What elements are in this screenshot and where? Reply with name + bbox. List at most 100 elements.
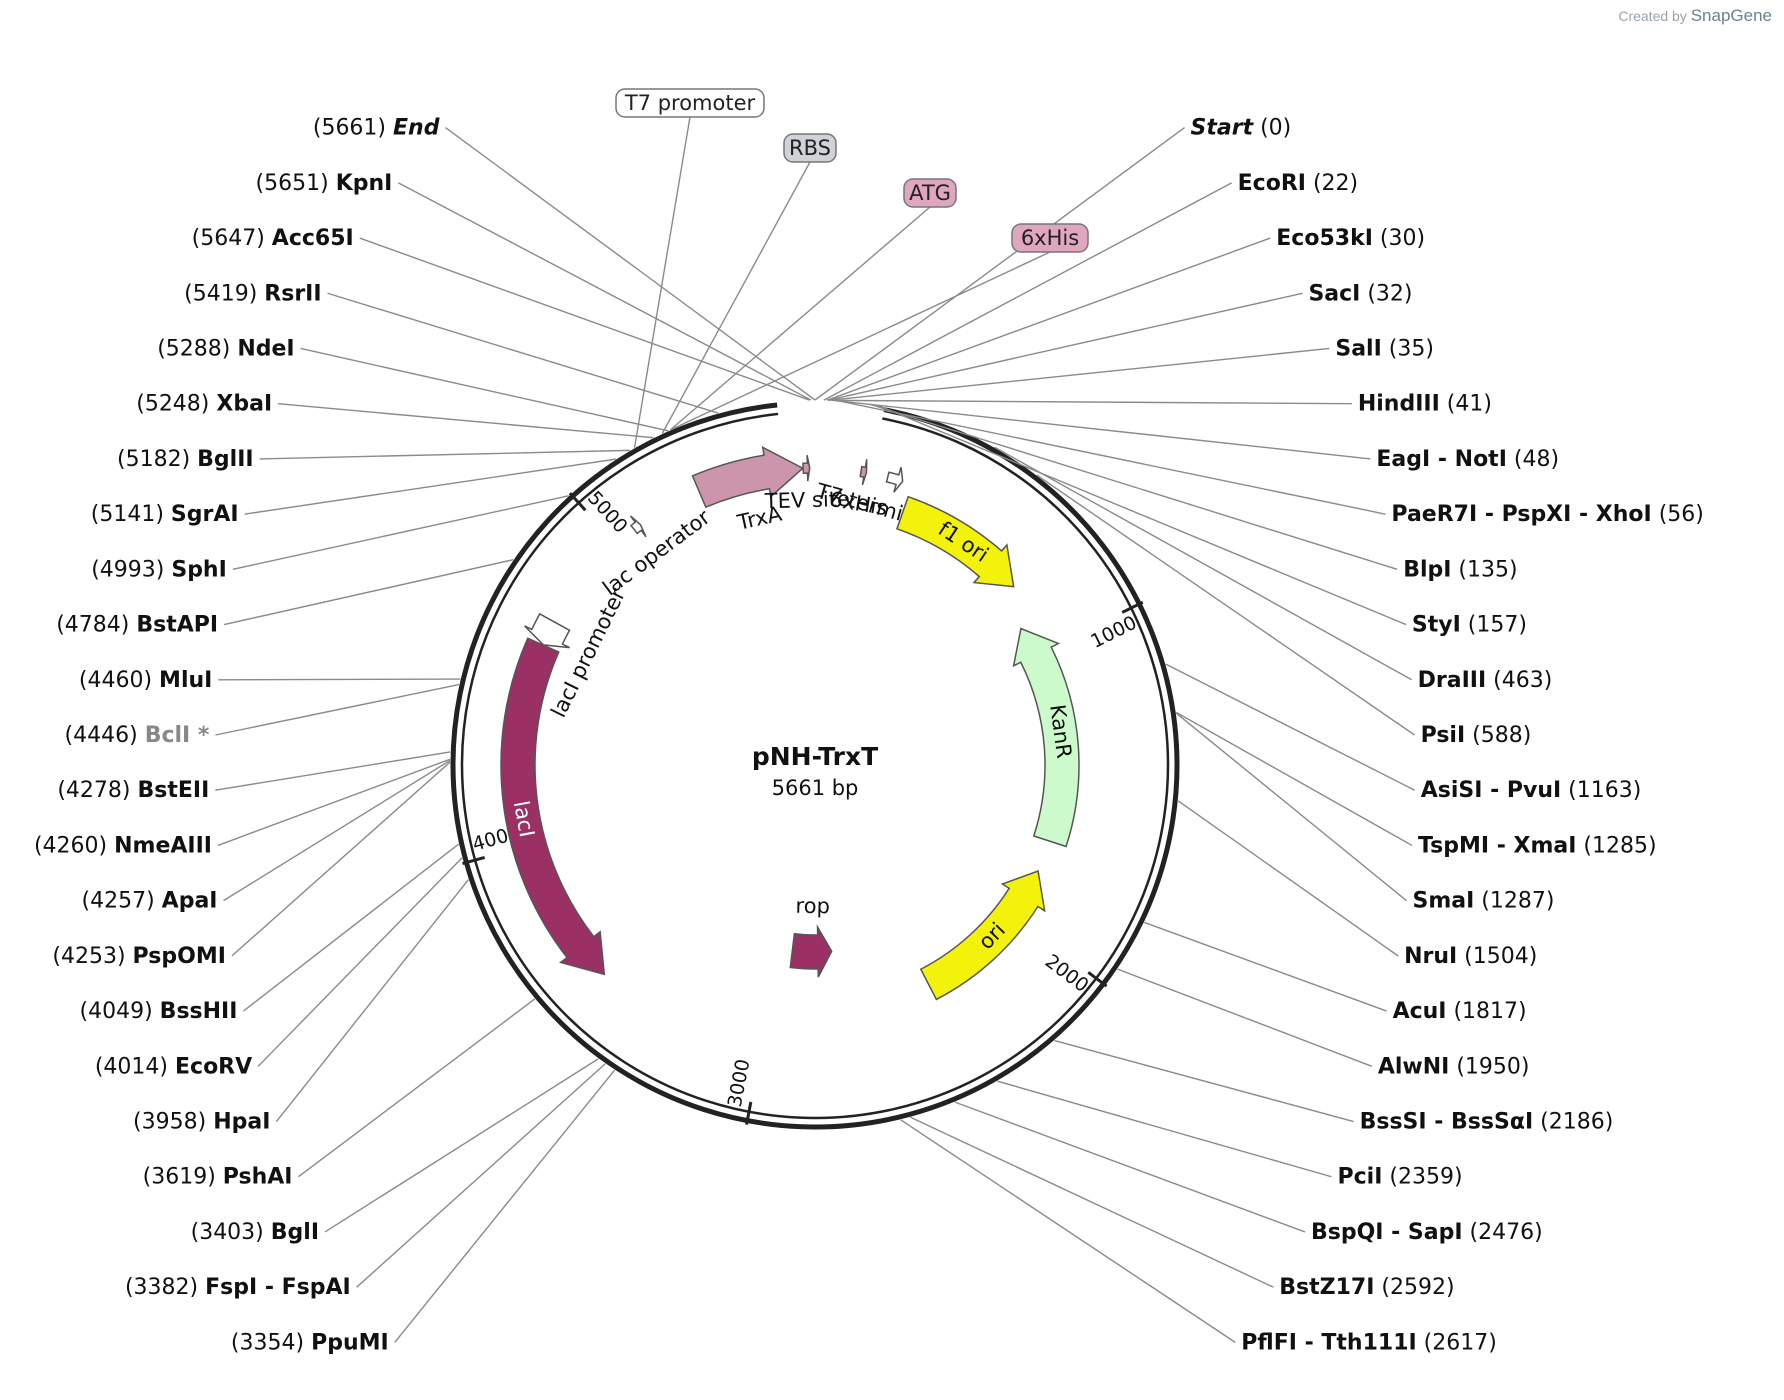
tag-6xhis: 6xHis — [1021, 226, 1079, 250]
site-start: Start (0) — [1191, 116, 1292, 141]
tag-box-atg — [903, 178, 957, 208]
tick-3000 — [745, 1101, 753, 1125]
site-rsrii: (5419) RsrII — [184, 281, 321, 306]
site-ndei: (5288) NdeI — [157, 336, 294, 361]
tick-2000 — [1087, 971, 1108, 988]
leader-smai — [1175, 712, 1407, 902]
tag-box-rbs — [783, 133, 837, 163]
site-eco53ki: Eco53kI (30) — [1276, 226, 1425, 251]
site-labels: Start (0) EcoRI (22) Eco53kI (30) SacI (32)… — [34, 116, 1704, 1356]
leader-bsshii — [243, 843, 460, 1012]
site-ecori: EcoRI (22) — [1238, 171, 1358, 196]
leader-ndei — [300, 347, 669, 432]
leader-asisi — [1165, 663, 1416, 791]
leader-mlui — [218, 678, 461, 681]
leader-hindiii — [831, 399, 1352, 405]
feature-label-tev-site: TEV site — [763, 487, 850, 513]
leader-sgrai — [244, 458, 616, 515]
leader-styi — [878, 404, 1407, 626]
site-bstz17i: BstZ17I (2592) — [1279, 1275, 1454, 1300]
site-acui: AcuI (1817) — [1393, 999, 1527, 1024]
tag-box-6xhis — [1011, 223, 1089, 253]
plasmid-backbone — [450, 402, 1180, 1130]
site-end: (5661) End — [313, 116, 440, 141]
leader-bstz17i — [910, 1116, 1274, 1288]
leader-bstapi — [223, 559, 514, 626]
site-bsshii: (4049) BssHII — [80, 999, 238, 1024]
tick-1000 — [1121, 600, 1144, 614]
tick-4000 — [462, 855, 486, 866]
leader-start — [814, 127, 1185, 401]
site-bstapi: (4784) BstAPI — [56, 613, 218, 638]
site-saci: SacI (32) — [1308, 281, 1412, 306]
site-bspqi: BspQI - SapI (2476) — [1311, 1220, 1543, 1245]
site-nmeaiii: (4260) NmeAIII — [34, 833, 212, 858]
tick-5000 — [568, 492, 587, 512]
feature-f1-ori — [896, 495, 1015, 588]
feature-ori — [919, 870, 1046, 1001]
feature-kanr — [1012, 627, 1080, 848]
site-styi: StyI (157) — [1412, 613, 1527, 638]
leader-bsteii — [215, 751, 451, 791]
leader-fspi — [356, 1063, 606, 1288]
site-ppumi: (3354) PpuMI — [231, 1330, 389, 1355]
leader-bgli — [324, 1058, 599, 1233]
leader-alwni — [1117, 968, 1373, 1067]
site-bsssi: BssSI - BssSαI (2186) — [1360, 1110, 1614, 1135]
snapgene-logo: SnapGene — [1690, 6, 1772, 25]
feature-lac-operator — [629, 515, 647, 538]
leader-sali — [829, 347, 1330, 401]
site-eagi: EagI - NotI (48) — [1376, 447, 1559, 472]
site-tspmi: TspMI - XmaI (1285) — [1418, 833, 1657, 858]
site-bgli: (3403) BglI — [191, 1220, 319, 1245]
leader-bspqi — [954, 1101, 1306, 1233]
leader-kpni — [398, 182, 812, 401]
leader-pflfi — [900, 1119, 1236, 1343]
leader-nrui — [1177, 800, 1399, 957]
site-pflfi: PflFI - Tth111I (2617) — [1241, 1330, 1497, 1355]
leader-bcli — [215, 683, 460, 736]
leader-saci — [827, 292, 1303, 401]
feature-tev-site — [802, 454, 811, 482]
leader-draiii — [994, 446, 1413, 681]
tag-atg: ATG — [909, 181, 951, 205]
leader-ppumi — [394, 1069, 616, 1343]
leader-pspomi — [231, 761, 451, 957]
site-sgrai: (5141) SgrAI — [91, 502, 239, 527]
tag-leader-atg — [669, 206, 931, 431]
tick-label-1000: 1000 — [1087, 612, 1140, 653]
site-draiii: DraIII (463) — [1418, 668, 1553, 693]
site-smai: SmaI (1287) — [1413, 889, 1555, 914]
leader-bglii — [259, 449, 630, 460]
leader-psii — [1036, 474, 1415, 736]
site-kpni: (5651) KpnI — [256, 171, 393, 196]
tag-rbs: RBS — [789, 136, 831, 160]
feature-6xhis — [859, 459, 868, 486]
plasmid-length: 5661 bp — [772, 776, 859, 800]
leader-apai — [223, 759, 451, 902]
leader-hpai — [275, 879, 470, 1122]
site-acc65i: (5647) Acc65I — [192, 226, 354, 251]
leader-eco53ki — [826, 237, 1271, 401]
plasmid-name: pNH-TrxT — [752, 742, 878, 771]
feature-label-rop: rop — [795, 894, 830, 919]
leader-sphi — [232, 495, 569, 571]
leader-bsssi — [1054, 1039, 1354, 1123]
leader-acc65i — [359, 237, 810, 401]
site-bglii: (5182) BglII — [117, 447, 254, 472]
leader-xbai — [278, 402, 654, 439]
site-paer7i: PaeR7I - PspXI - XhoI (56) — [1391, 502, 1703, 527]
site-nrui: NruI (1504) — [1404, 944, 1537, 969]
tick-label-2000: 2000 — [1041, 950, 1093, 997]
site-fspi: (3382) FspI - FspAI — [125, 1275, 351, 1300]
tag-t7-promoter: T7 promoter — [624, 91, 756, 115]
site-mlui: (4460) MluI — [79, 668, 212, 693]
leader-ecorv — [257, 857, 463, 1067]
site-pcii: PciI (2359) — [1337, 1165, 1462, 1190]
site-alwni: AlwNI (1950) — [1378, 1054, 1530, 1079]
tag-box-t7-promoter — [615, 88, 765, 118]
leader-nmeaiii — [217, 758, 451, 847]
backbone-inner-strand — [460, 412, 1170, 1120]
site-psii: PsiI (588) — [1421, 723, 1532, 748]
